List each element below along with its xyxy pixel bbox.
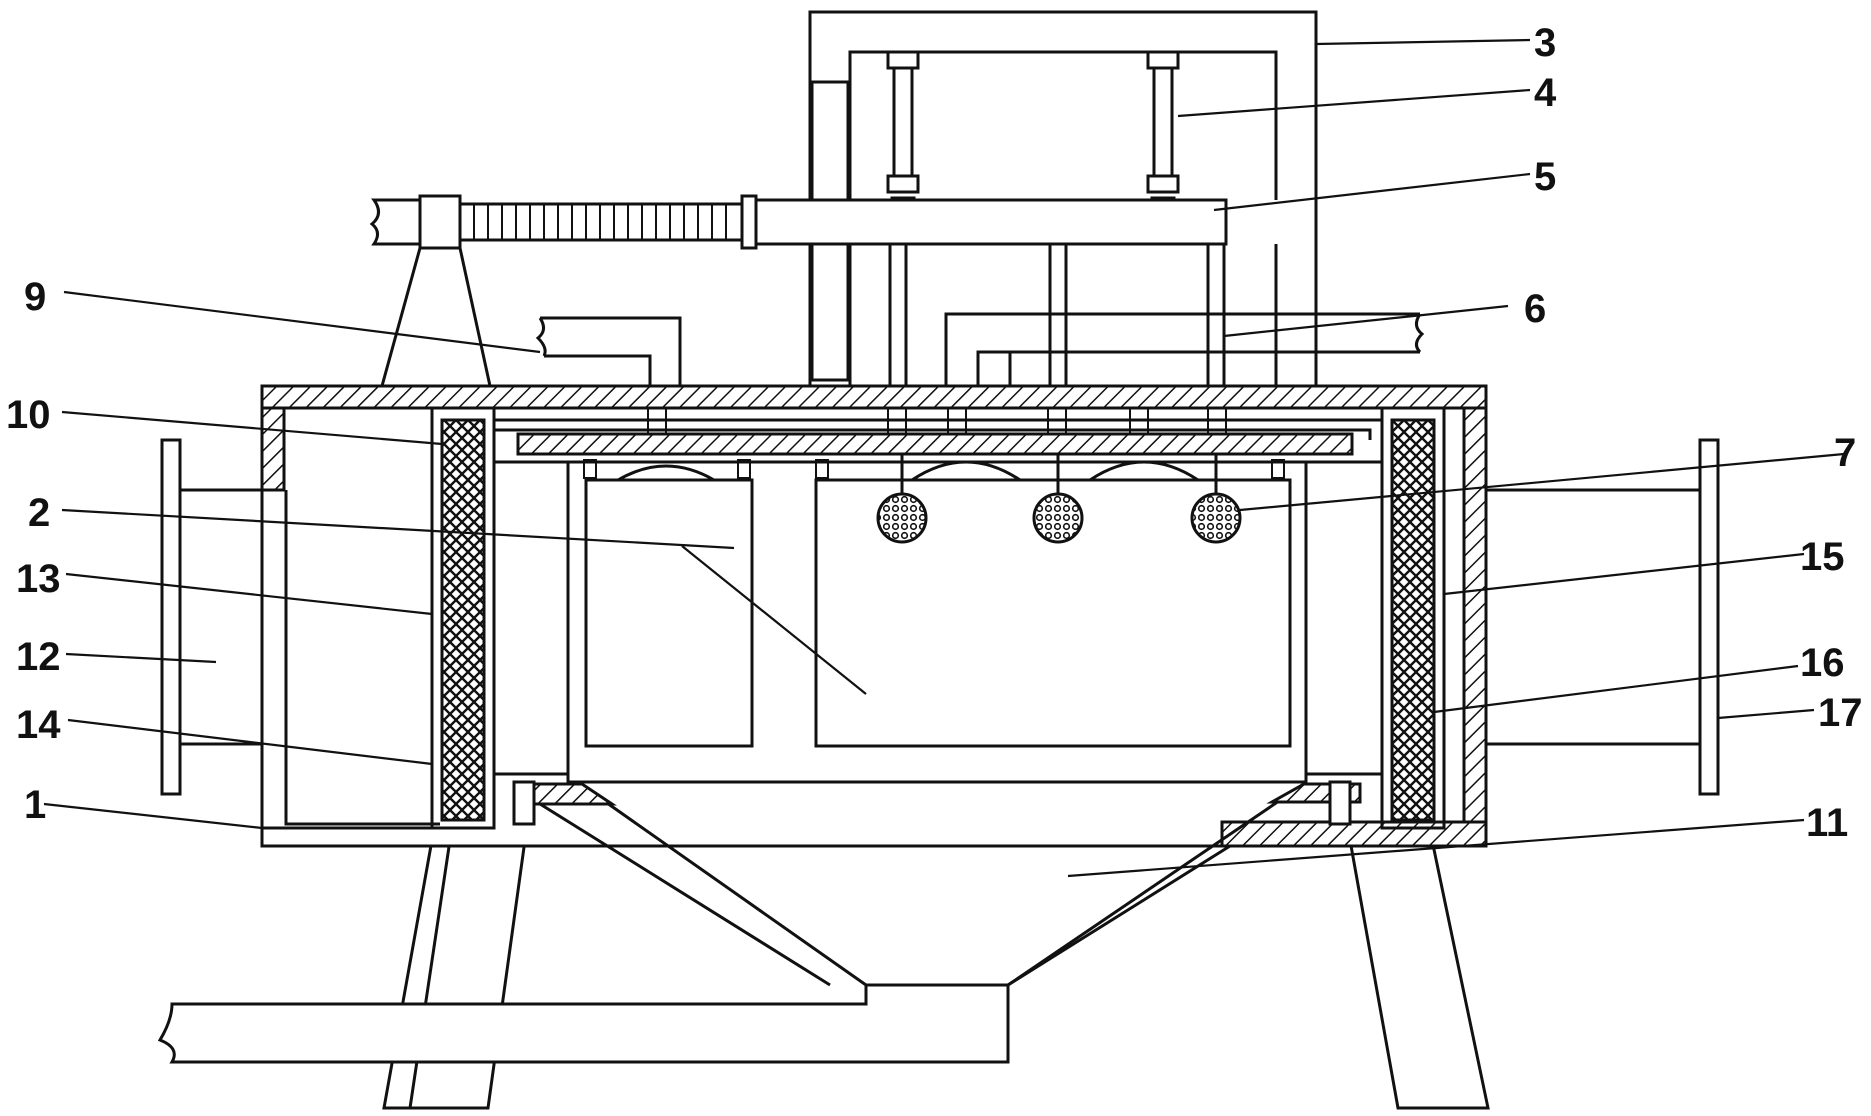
moving-plate	[746, 198, 1228, 386]
part-labels: 3 4 5 6 9 10 7 2 15 13 12 16 17 14 1 11	[6, 21, 1863, 845]
spray-nozzles	[876, 454, 1242, 544]
label-1: 1	[24, 783, 46, 827]
label-10: 10	[6, 393, 51, 437]
label-6: 6	[1524, 287, 1546, 331]
label-11: 11	[1806, 801, 1848, 845]
label-17: 17	[1818, 691, 1863, 735]
cylinders	[886, 50, 1180, 226]
right-leg	[1348, 838, 1490, 1110]
right-outlet-pipe	[1484, 438, 1720, 796]
lamp-domes	[583, 459, 1285, 482]
feed-pipe-9	[535, 316, 682, 386]
label-14: 14	[16, 703, 61, 747]
inner-chamber	[492, 418, 1384, 826]
manifold-pipe-6	[944, 312, 1425, 386]
right-filter-screen	[1380, 406, 1446, 830]
label-15: 15	[1800, 535, 1845, 579]
discharge-pipe	[157, 983, 1010, 1064]
label-3: 3	[1534, 21, 1556, 65]
label-4: 4	[1534, 71, 1557, 115]
lid-connectors	[647, 407, 1227, 435]
left-leg-pair	[382, 838, 527, 1110]
label-7: 7	[1834, 431, 1856, 475]
label-9: 9	[24, 275, 46, 319]
bellows-pipe	[369, 194, 758, 387]
label-12: 12	[16, 635, 61, 679]
label-2: 2	[28, 491, 50, 535]
label-5: 5	[1534, 155, 1556, 199]
label-16: 16	[1800, 641, 1845, 685]
label-13: 13	[16, 557, 61, 601]
leader-lines	[43, 38, 1845, 878]
left-filter-screen	[430, 406, 496, 830]
